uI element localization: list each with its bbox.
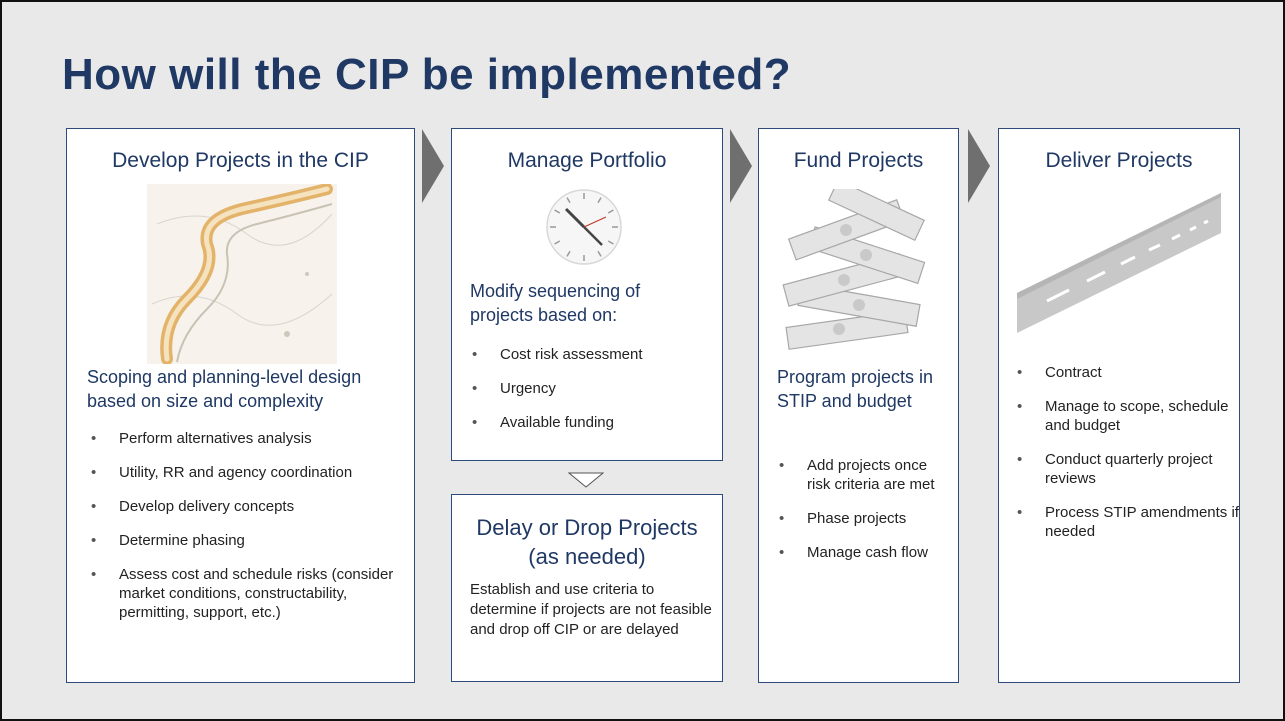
- list-item: Assess cost and schedule risks (consider…: [85, 565, 403, 622]
- panel-delay-title-line2: (as needed): [528, 544, 646, 569]
- page-title: How will the CIP be implemented?: [62, 50, 792, 99]
- list-item: Contract: [1011, 363, 1239, 382]
- highway-road-icon: [1017, 193, 1221, 333]
- list-item: Add projects once risk criteria are met: [773, 456, 953, 494]
- chevron-right-icon: [730, 129, 752, 203]
- list-item: Develop delivery concepts: [85, 497, 403, 516]
- panel-manage-portfolio: Manage Portfolio Modify sequencing of pr…: [451, 128, 723, 461]
- develop-bullet-list: Perform alternatives analysis Utility, R…: [85, 429, 403, 637]
- fund-bullet-list: Add projects once risk criteria are met …: [773, 456, 953, 577]
- chevron-right-icon: [422, 129, 444, 203]
- panel-delay-drop: Delay or Drop Projects (as needed) Estab…: [451, 494, 723, 682]
- list-item: Urgency: [466, 379, 716, 398]
- deliver-bullet-list: Contract Manage to scope, schedule and b…: [1011, 363, 1239, 556]
- list-item: Phase projects: [773, 509, 953, 528]
- delay-body: Establish and use criteria to determine …: [470, 581, 712, 638]
- panel-fund-title: Fund Projects: [793, 149, 924, 172]
- manage-bullet-list: Cost risk assessment Urgency Available f…: [466, 345, 716, 447]
- list-item: Conduct quarterly project reviews: [1011, 450, 1239, 488]
- manage-intro: Modify sequencing of projects based on:: [470, 281, 641, 325]
- road-map-drawing-icon: [147, 184, 337, 364]
- list-item: Available funding: [466, 413, 716, 432]
- list-item: Process STIP amendments if needed: [1011, 503, 1239, 541]
- clock-icon: [546, 189, 622, 265]
- panel-deliver-projects: Deliver Projects Contract Manage to scop…: [998, 128, 1240, 683]
- panel-delay-title-line1: Delay or Drop Projects: [476, 515, 698, 540]
- fund-intro: Program projects in STIP and budget: [777, 367, 934, 411]
- triangle-down-icon: [568, 472, 604, 488]
- panel-manage-title: Manage Portfolio: [507, 149, 667, 172]
- panel-deliver-title: Deliver Projects: [1045, 149, 1193, 172]
- list-item: Utility, RR and agency coordination: [85, 463, 403, 482]
- list-item: Cost risk assessment: [466, 345, 716, 364]
- list-item: Perform alternatives analysis: [85, 429, 403, 448]
- list-item: Manage cash flow: [773, 543, 953, 562]
- panel-fund-projects: Fund Projects Program projects in STIP a…: [758, 128, 959, 683]
- panel-develop-projects: Develop Projects in the CIP Scoping and …: [66, 128, 415, 683]
- money-stack-icon: [782, 189, 926, 350]
- panel-develop-title: Develop Projects in the CIP: [112, 149, 369, 172]
- chevron-right-icon: [968, 129, 990, 203]
- list-item: Determine phasing: [85, 531, 403, 550]
- develop-intro: Scoping and planning-level design based …: [87, 367, 362, 411]
- list-item: Manage to scope, schedule and budget: [1011, 397, 1239, 435]
